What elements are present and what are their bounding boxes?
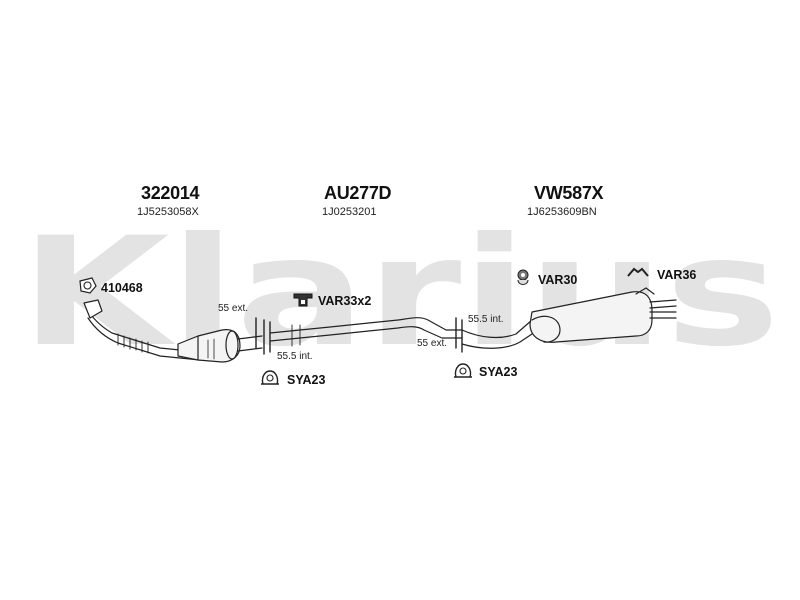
right-joint-marks — [455, 317, 463, 353]
accessory-clamp-left-label[interactable]: SYA23 — [287, 373, 326, 387]
rubber-hanger-icon — [517, 269, 529, 285]
accessory-gasket-label[interactable]: 410468 — [101, 281, 143, 295]
accessory-mount-label[interactable]: VAR33x2 — [318, 294, 372, 308]
part-number-catalyst[interactable]: 322014 — [141, 183, 200, 203]
clamp-right-icon — [454, 363, 472, 378]
rubber-mount-icon — [293, 293, 313, 307]
part-number-rear-muffler[interactable]: VW587X — [534, 183, 604, 203]
oem-number-catalyst: 1J5253058X — [137, 206, 199, 218]
cat-outlet-pipe — [237, 335, 263, 352]
catalytic-converter — [177, 329, 241, 363]
clamp-left-icon — [261, 370, 279, 385]
middle-pipe — [269, 317, 463, 347]
accessory-hanger-a-label[interactable]: VAR30 — [538, 273, 578, 287]
front-downpipe — [83, 299, 201, 361]
oem-number-rear-muffler: 1J6253609BN — [527, 206, 597, 218]
oem-number-mid-pipe: 1J0253201 — [322, 206, 377, 218]
rear-muffler — [529, 287, 677, 343]
accessory-clamp-right-label[interactable]: SYA23 — [479, 365, 518, 379]
note-left-int: 55.5 int. — [277, 351, 313, 362]
note-right-ext: 55 ext. — [417, 338, 448, 349]
left-joint-marks — [255, 317, 271, 355]
part-number-mid-pipe[interactable]: AU277D — [324, 183, 392, 203]
note-right-int: 55.5 int. — [468, 314, 504, 325]
gasket-icon — [79, 277, 97, 294]
note-left-ext: 55 ext. — [218, 303, 249, 314]
rear-pipe — [461, 319, 539, 349]
hanger-bracket-icon — [627, 267, 649, 277]
accessory-hanger-b-label[interactable]: VAR36 — [657, 268, 697, 282]
